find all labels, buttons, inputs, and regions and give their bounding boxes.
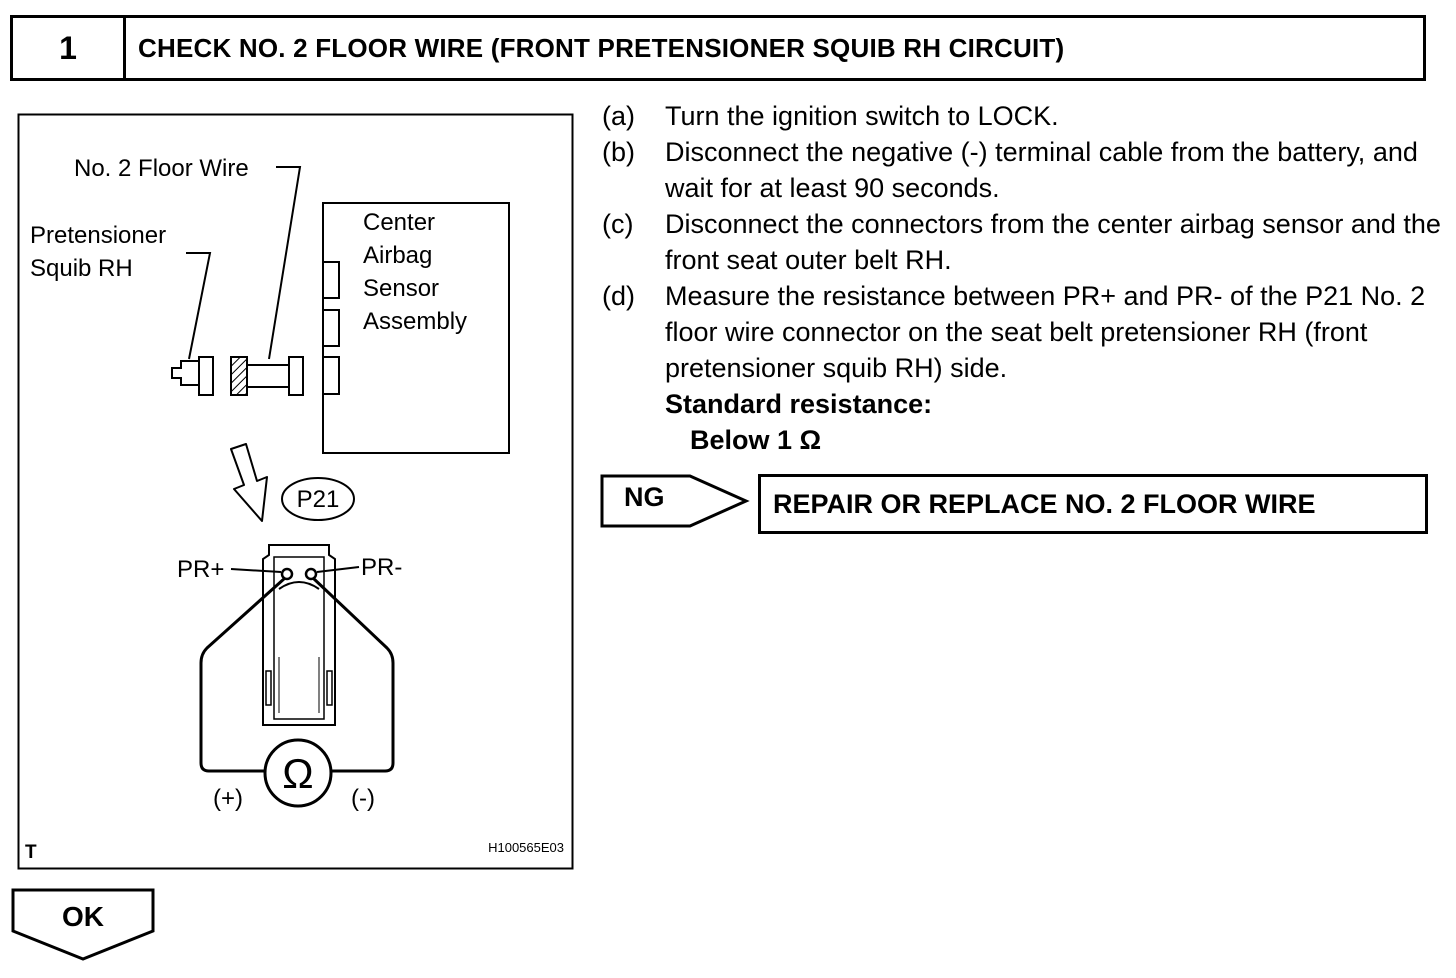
instruction-text: Measure the resistance between PR+ and P… (665, 281, 1426, 383)
wiring-diagram: No. 2 Floor Wire Pretensioner Squib RH C… (17, 113, 574, 870)
p21-connector-body (262, 544, 336, 726)
terminal-minus-label: PR- (361, 554, 402, 581)
instruction-letter: (c) (602, 209, 634, 239)
sensor-label-line3: Sensor (363, 275, 439, 302)
pretensioner-leader (186, 252, 212, 360)
sensor-port-1 (322, 261, 340, 299)
instruction-text: Disconnect the negative (-) terminal cab… (665, 137, 1418, 203)
instruction-item: (a) Turn the ignition switch to LOCK. (602, 98, 1442, 134)
instruction-item: (d) Measure the resistance between PR+ a… (602, 278, 1442, 386)
ng-branch: NG (600, 472, 750, 537)
step-title: CHECK NO. 2 FLOOR WIRE (FRONT PRETENSION… (138, 32, 1065, 63)
connector-id-ellipse (281, 477, 355, 521)
ohmmeter (263, 738, 333, 808)
instruction-text: Turn the ignition switch to LOCK. (665, 101, 1059, 131)
floor-wire-leader (268, 166, 302, 360)
instructions: (a) Turn the ignition switch to LOCK. (b… (602, 98, 1442, 458)
direction-arrow (230, 443, 268, 522)
terminal-plus-label: PR+ (177, 556, 224, 583)
terminal-pr-minus (304, 567, 318, 581)
floor-wire-cable (246, 364, 290, 388)
p21-latch (278, 581, 320, 590)
sensor-port-3 (322, 356, 340, 395)
sensor-label-line1: Center (363, 209, 435, 236)
probe-plus-label: (+) (213, 785, 243, 812)
instruction-item: (c) Disconnect the connectors from the c… (602, 206, 1442, 278)
figure-code: H100565E03 (488, 840, 564, 855)
probe-wire-plus (199, 576, 287, 773)
corner-mark: T (25, 842, 37, 863)
ok-arrow-box (11, 888, 155, 961)
pretensioner-plug (171, 360, 200, 386)
instruction-letter: (a) (602, 101, 635, 131)
terminal-plus-leader (230, 568, 282, 573)
instruction-letter: (b) (602, 137, 635, 167)
step-header: 1 CHECK NO. 2 FLOOR WIRE (FRONT PRETENSI… (10, 15, 1426, 81)
instruction-item: (b) Disconnect the negative (-) terminal… (602, 134, 1442, 206)
pretensioner-label-line1: Pretensioner (30, 222, 166, 249)
standard-label: Standard resistance: (665, 389, 933, 419)
p21-side-slot-right (326, 670, 333, 706)
standard-value: Below 1 Ω (690, 425, 822, 455)
p21-connector-inner (273, 556, 325, 720)
pretensioner-label-line2: Squib RH (30, 255, 133, 282)
p21-side-slot-left (265, 670, 272, 706)
ng-result-box: REPAIR OR REPLACE NO. 2 FLOOR WIRE (758, 474, 1428, 534)
instruction-text: Disconnect the connectors from the cente… (665, 209, 1441, 275)
terminal-pr-plus (280, 567, 294, 581)
sensor-label-line4: Assembly (363, 308, 467, 335)
probe-wire-minus (311, 576, 395, 773)
instruction-letter: (d) (602, 281, 635, 311)
sensor-label-line2: Airbag (363, 242, 432, 269)
ok-label: OK (62, 901, 104, 932)
floor-wire-connector-hatched (230, 356, 248, 396)
sensor-port-2 (322, 309, 340, 347)
ng-label: NG (624, 482, 665, 512)
floor-wire-end-connector (288, 356, 304, 396)
floor-wire-label: No. 2 Floor Wire (74, 155, 249, 182)
probe-minus-label: (-) (351, 785, 375, 812)
step-number: 1 (13, 18, 126, 78)
ohm-symbol: Ω (282, 750, 313, 797)
pretensioner-connector (198, 356, 214, 396)
ok-branch: OK (10, 887, 158, 968)
connector-id-label: P21 (297, 486, 340, 513)
terminal-minus-leader (316, 566, 360, 573)
ng-arrow-box (600, 474, 750, 528)
